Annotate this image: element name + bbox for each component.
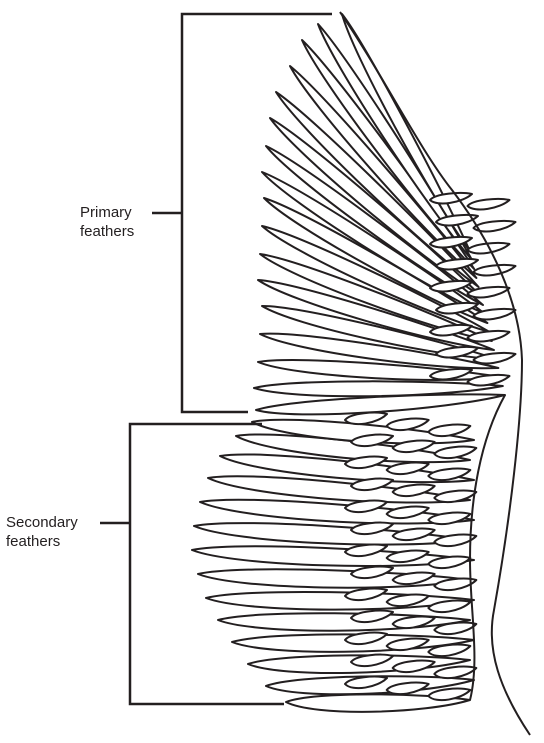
covert-feather: [391, 571, 436, 586]
secondary-label-line2: feathers: [6, 533, 61, 550]
covert-feather: [435, 301, 479, 315]
covert-feather: [472, 219, 517, 233]
primary-feather: [259, 332, 500, 370]
covert-feather-group: [344, 191, 517, 702]
covert-feather: [350, 477, 394, 492]
primary-bracket: [180, 12, 332, 414]
covert-feather: [344, 455, 388, 470]
covert-feather: [385, 681, 430, 696]
covert-feather: [472, 307, 517, 321]
covert-feather: [391, 527, 436, 542]
covert-feather: [391, 439, 436, 454]
covert-feather: [350, 521, 394, 536]
covert-feather: [435, 257, 479, 271]
covert-feather: [344, 631, 388, 646]
covert-feather: [466, 197, 511, 211]
primary-feathers-label: Primary feathers: [80, 203, 134, 241]
covert-feather: [435, 345, 479, 359]
covert-feather: [433, 577, 478, 592]
wing-leading-edge: [339, 11, 531, 736]
primary-feather: [253, 380, 504, 398]
covert-feather: [427, 687, 472, 702]
covert-feather: [344, 499, 388, 514]
covert-feather: [385, 593, 430, 608]
covert-feather: [350, 653, 394, 668]
covert-feather: [429, 279, 473, 293]
primary-feather: [265, 145, 484, 306]
covert-feather: [435, 213, 479, 227]
primary-feather: [263, 197, 489, 324]
covert-feather: [427, 599, 472, 614]
primary-feather: [255, 393, 506, 416]
bird-wing-icon: [191, 11, 531, 736]
covert-feather: [427, 467, 472, 482]
wing-arm-edge: [469, 394, 506, 701]
covert-feather: [427, 643, 472, 658]
covert-feather: [385, 637, 430, 652]
covert-feather: [433, 533, 478, 548]
primary-label-line2: feathers: [80, 223, 135, 240]
covert-feather: [466, 329, 511, 343]
covert-feather: [466, 285, 511, 299]
covert-feather: [433, 621, 478, 636]
primary-feather: [275, 91, 480, 288]
covert-feather: [427, 423, 472, 438]
secondary-bracket: [128, 422, 284, 706]
secondary-feather: [251, 418, 475, 445]
covert-feather: [344, 675, 388, 690]
secondary-label-line1: Secondary: [6, 514, 78, 531]
secondary-feather: [235, 433, 471, 464]
covert-feather: [472, 351, 517, 365]
covert-feather: [429, 367, 473, 381]
primary-feather: [301, 39, 476, 270]
covert-feather: [429, 235, 473, 249]
covert-feather: [350, 609, 394, 624]
covert-feather: [350, 433, 394, 448]
covert-feather: [433, 445, 478, 460]
covert-feather: [385, 505, 430, 520]
primary-label-line1: Primary: [80, 204, 132, 221]
covert-feather: [344, 543, 388, 558]
primary-feather: [289, 65, 478, 279]
covert-feather: [466, 373, 511, 387]
covert-feather: [344, 587, 388, 602]
secondary-feathers-label: Secondary feathers: [6, 513, 78, 551]
covert-feather: [427, 511, 472, 526]
covert-feather: [391, 483, 436, 498]
covert-feather: [385, 417, 430, 432]
primary-feather-group: [253, 13, 506, 416]
covert-feather: [433, 665, 478, 680]
covert-feather: [472, 263, 517, 277]
secondary-feather: [219, 453, 475, 484]
covert-feather: [391, 659, 436, 674]
covert-feather: [385, 461, 430, 476]
covert-feather: [344, 411, 388, 426]
secondary-feather: [217, 612, 471, 632]
covert-feather: [433, 489, 478, 504]
covert-feather: [429, 323, 473, 337]
covert-feather: [350, 565, 394, 580]
covert-feather: [391, 615, 436, 630]
covert-feather: [429, 191, 473, 205]
covert-feather: [385, 549, 430, 564]
